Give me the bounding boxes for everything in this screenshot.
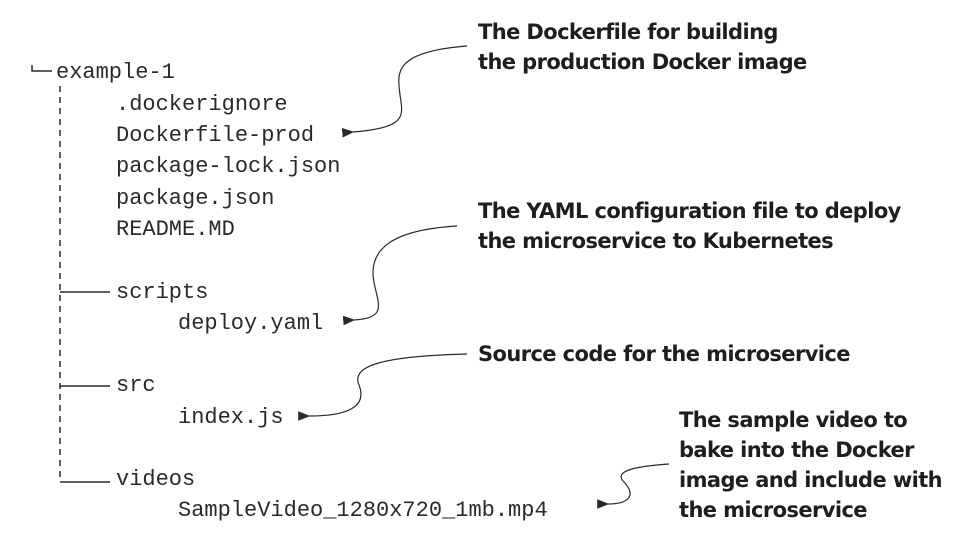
file-dockerignore: .dockerignore [116,92,288,117]
callout-deploy-yaml-line: the microservice to Kubernetes [478,229,834,253]
root-corner-connector [31,65,52,72]
file-deploy-yaml: deploy.yaml [178,311,324,336]
arrow-index-js [298,353,468,421]
file-package-json: package.json [116,186,275,211]
arrow-dockerfile [341,45,468,138]
file-index-js: index.js [178,405,284,430]
callout-index-js-line: Source code for the microservice [478,342,850,366]
folder-scripts: scripts [116,280,209,305]
file-sample-video: SampleVideo_1280x720_1mb.mp4 [178,498,548,523]
tree-root-label: example-1 [56,60,175,85]
callout-deploy-yaml-line: The YAML configuration file to deploy [478,199,901,223]
arrow-sample-video [597,463,670,509]
callout-dockerfile-line: the production Docker image [478,50,807,74]
callout-sample-video-line: The sample video to [679,408,908,432]
arrow-deploy-yaml [342,225,458,326]
folder-videos: videos [116,467,196,492]
callout-dockerfile-line: The Dockerfile for building [478,20,778,44]
callout-deploy-yaml: The YAML configuration file to deploy th… [478,196,901,256]
file-package-lock-json: package-lock.json [116,154,341,179]
file-readme: README.MD [116,217,235,242]
callout-sample-video: The sample video to bake into the Docker… [679,405,943,525]
callout-sample-video-line: bake into the Docker [679,438,915,462]
callout-sample-video-line: image and include with [679,468,943,492]
folder-src: src [116,373,156,398]
callout-sample-video-line: the microservice [679,498,868,522]
callout-dockerfile: The Dockerfile for building the producti… [478,17,807,77]
callout-index-js: Source code for the microservice [478,339,850,369]
file-dockerfile-prod: Dockerfile-prod [116,123,315,148]
